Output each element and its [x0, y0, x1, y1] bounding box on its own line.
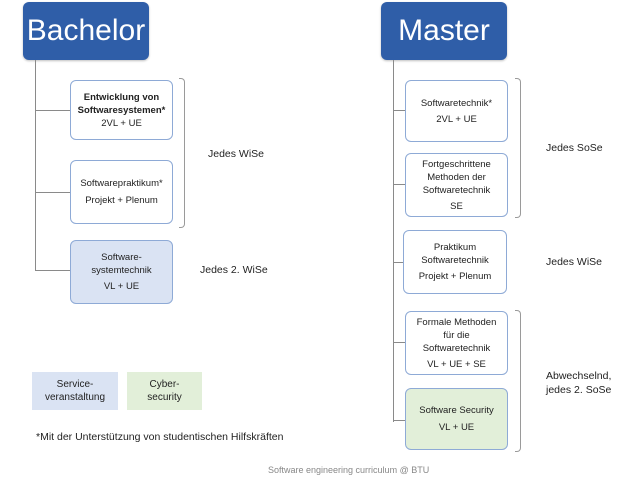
legend-cybersecurity: Cyber- security [127, 372, 202, 410]
course-format: Projekt + Plenum [418, 271, 492, 282]
course-title-line: Softwarepraktikum* [80, 178, 163, 189]
bachelor-brace-wise [179, 78, 185, 228]
master-title: Master [398, 14, 490, 47]
course-title-line: Softwaretechnik [422, 342, 491, 354]
caption: Software engineering curriculum @ BTU [268, 465, 430, 475]
course-softwaresystemtechnik: Software- systemtechnik VL + UE [70, 240, 173, 304]
bachelor-connector-2 [35, 192, 70, 193]
course-title-line: Methoden der [427, 171, 486, 183]
course-entwicklung-von-softwaresystemen: Entwicklung von Softwaresystemen* 2VL + … [70, 80, 173, 140]
course-format: 2VL + UE [101, 117, 142, 129]
master-connector-3 [393, 262, 405, 263]
master-brace-sose [515, 78, 521, 218]
bachelor-connector-trunk [35, 60, 36, 270]
course-title-line: Entwicklung von [83, 91, 160, 103]
schedule-label: Jedes WiSe [208, 148, 265, 160]
course-title-line: Software- [101, 252, 142, 263]
course-title-line: Softwaretechnik* [420, 97, 493, 109]
master-connector-2 [393, 184, 405, 185]
course-format: VL + UE [103, 281, 140, 292]
course-title-line: systemtechnik [91, 265, 152, 276]
legend-label: veranstaltung [44, 392, 106, 403]
course-praktikum-softwaretechnik: Praktikum Softwaretechnik Projekt + Plen… [403, 230, 507, 294]
course-softwaretechnik: Softwaretechnik* 2VL + UE [405, 80, 508, 142]
course-format: VL + UE + SE [427, 358, 486, 370]
course-title-line: für die [443, 329, 470, 341]
course-title-line: Software Security [419, 405, 494, 416]
legend-label: Service- [56, 379, 94, 390]
legend-label: Cyber- [149, 379, 180, 390]
course-format: VL + UE [438, 422, 475, 433]
course-title-line: Formale Methoden [416, 316, 497, 328]
schedule-label: jedes 2. SoSe [546, 384, 612, 396]
master-brace-abwechselnd [515, 310, 521, 452]
course-title-line: Softwaretechnik [422, 184, 491, 196]
master-connector-1 [393, 110, 405, 111]
schedule-label: Jedes WiSe [546, 256, 603, 268]
course-format: Projekt + Plenum [85, 195, 158, 206]
course-title-line: Praktikum [433, 242, 477, 253]
course-title-line: Fortgeschrittene [422, 158, 491, 170]
legend-service-veranstaltung: Service- veranstaltung [32, 372, 118, 410]
course-formale-methoden: Formale Methoden für die Softwaretechnik… [405, 311, 508, 375]
bachelor-connector-3 [35, 270, 70, 271]
schedule-label: Abwechselnd, [546, 370, 612, 382]
bachelor-title: Bachelor [26, 14, 146, 47]
bachelor-connector-1 [35, 110, 70, 111]
master-connector-4 [393, 342, 405, 343]
course-title-line: Softwaretechnik [421, 255, 489, 266]
course-format: 2VL + UE [436, 113, 477, 125]
course-format: SE [450, 200, 463, 212]
master-connector-5 [393, 420, 405, 421]
schedule-label: Jedes 2. WiSe [200, 264, 268, 276]
legend-label: security [147, 392, 182, 403]
course-softwarepraktikum: Softwarepraktikum* Projekt + Plenum [70, 160, 173, 224]
course-fortgeschrittene-methoden: Fortgeschrittene Methoden der Softwarete… [405, 153, 508, 217]
course-software-security: Software Security VL + UE [405, 388, 508, 450]
bachelor-header: Bachelor [23, 2, 149, 60]
course-title-line: Softwaresystemen* [77, 104, 166, 116]
footnote: *Mit der Unterstützung von studentischen… [36, 431, 284, 443]
schedule-label: Jedes SoSe [546, 142, 603, 154]
master-header: Master [381, 2, 507, 60]
master-connector-trunk [393, 60, 394, 422]
